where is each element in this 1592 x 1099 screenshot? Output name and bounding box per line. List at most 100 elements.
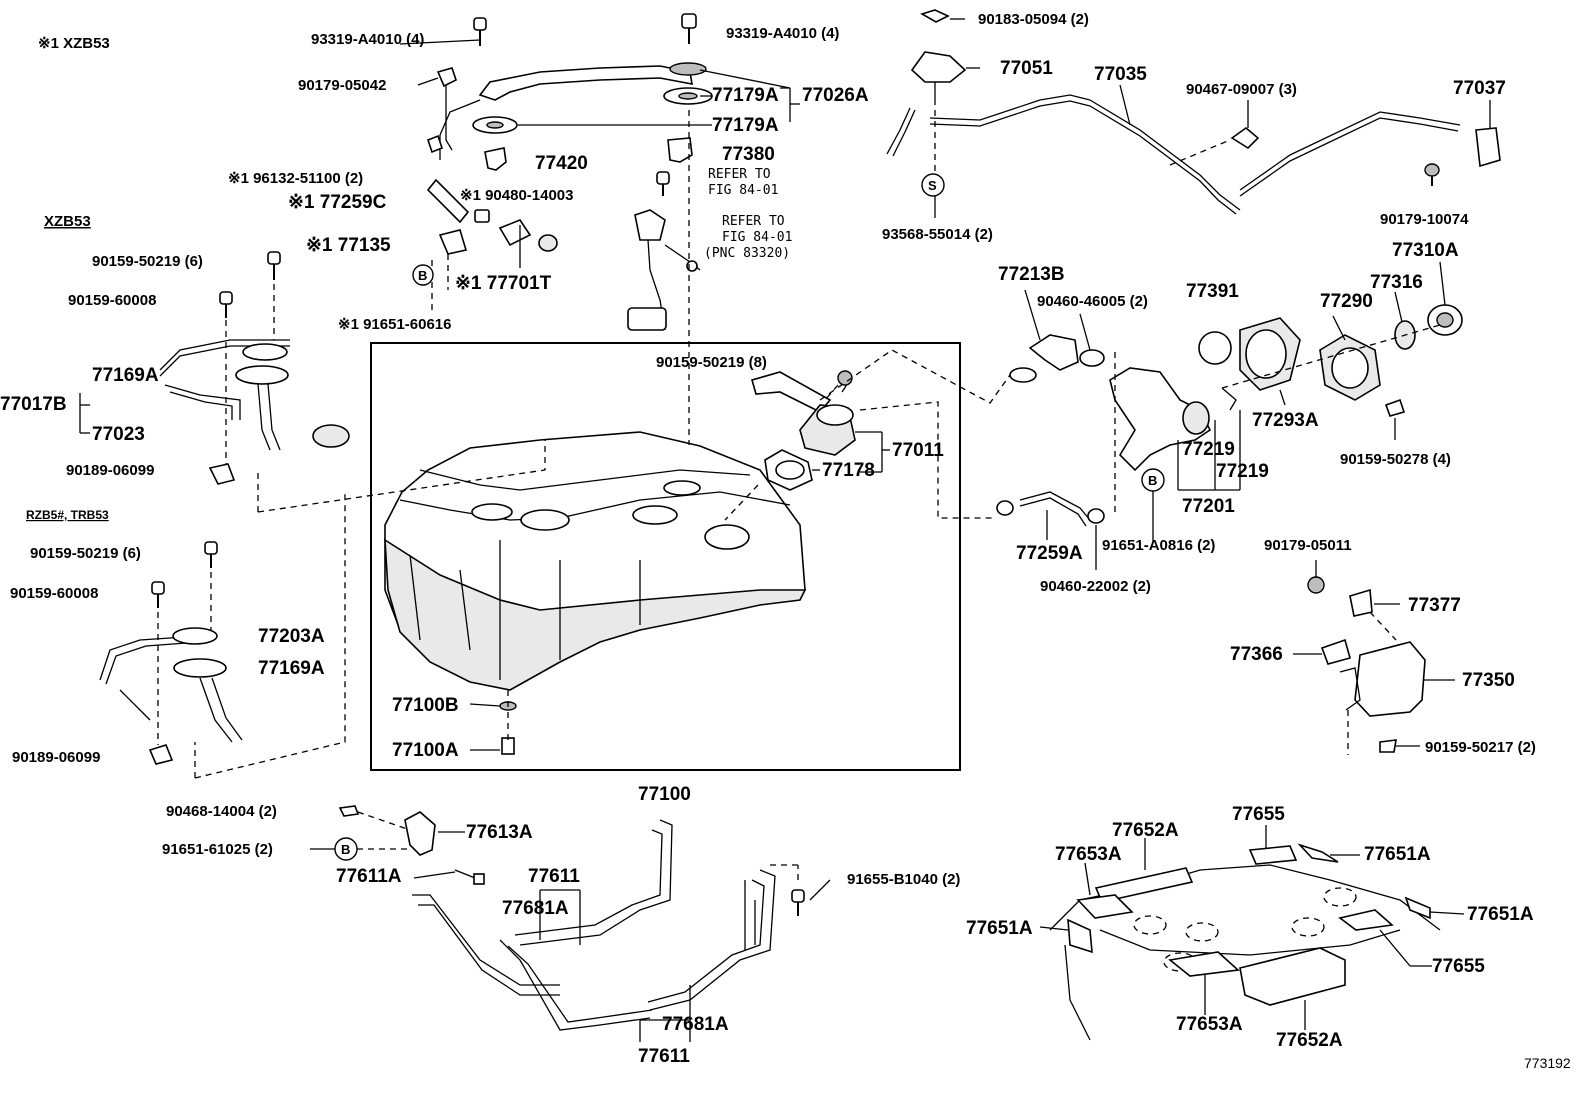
marker-b-3: B xyxy=(341,842,350,857)
label-77651a-right: 77651A xyxy=(1467,904,1534,925)
label-refer2-b: FIG 84-01 xyxy=(722,230,792,245)
label-77653a-top: 77653A xyxy=(1055,844,1122,865)
label-77652a-top: 77652A xyxy=(1112,820,1179,841)
label-90179-05042: 90179-05042 xyxy=(298,77,386,94)
label-refer1-a: REFER TO xyxy=(708,167,771,182)
label-77178: 77178 xyxy=(822,460,875,481)
label-90159-60008-b: 90159-60008 xyxy=(10,585,98,602)
label-77651a-left: 77651A xyxy=(966,918,1033,939)
label-77366: 77366 xyxy=(1230,644,1283,665)
tank-fasteners xyxy=(469,690,517,755)
pump-sender-group xyxy=(439,13,800,445)
label-90189-06099-b: 90189-06099 xyxy=(12,749,100,766)
label-77310a: 77310A xyxy=(1392,240,1459,261)
label-77391: 77391 xyxy=(1186,281,1239,302)
label-77611-top: 77611 xyxy=(528,866,580,887)
label-77169a-b: 77169A xyxy=(258,658,325,679)
label-77652a-bot: 77652A xyxy=(1276,1030,1343,1051)
label-77100b: 77100B xyxy=(392,695,459,716)
label-77203a: 77203A xyxy=(258,626,325,647)
label-77051: 77051 xyxy=(1000,58,1053,79)
label-77611a: 77611A xyxy=(336,866,402,887)
fuel-tank-shape xyxy=(384,431,807,691)
label-77100: 77100 xyxy=(638,784,691,805)
insulator-pads-group xyxy=(1039,825,1465,1041)
label-77201: 77201 xyxy=(1182,496,1235,517)
label-77420: 77420 xyxy=(535,153,588,174)
figure-number: 773192 xyxy=(1524,1055,1571,1071)
label-90480-14003: ※1 90480-14003 xyxy=(460,187,574,204)
label-96132-51100: ※1 96132-51100 (2) xyxy=(228,170,363,187)
diagram-labels: ※1 XZB53 XZB53 RZB5#, TRB53 93319-A4010 … xyxy=(0,11,1571,1071)
label-77290: 77290 xyxy=(1320,291,1373,312)
filler-neck-assembly xyxy=(996,261,1463,570)
label-77316: 77316 xyxy=(1370,272,1423,293)
label-90467-09007: 90467-09007 (3) xyxy=(1186,81,1297,98)
label-77681a-bot: 77681A xyxy=(662,1014,729,1035)
label-90460-46005: 90460-46005 (2) xyxy=(1037,293,1148,310)
label-77037: 77037 xyxy=(1453,78,1506,99)
label-77611-bot: 77611 xyxy=(638,1046,690,1067)
label-77213b: 77213B xyxy=(998,264,1065,285)
label-77613a: 77613A xyxy=(466,822,533,843)
label-90159-50219-8: 90159-50219 (8) xyxy=(656,354,767,371)
label-77219-a: 77219 xyxy=(1182,439,1235,460)
label-90159-60008-a: 90159-60008 xyxy=(68,292,156,309)
note-xzb53: ※1 XZB53 xyxy=(38,35,110,52)
tank-strap-group xyxy=(310,805,831,1042)
label-77651a-top: 77651A xyxy=(1364,844,1431,865)
label-77259a: 77259A xyxy=(1016,543,1083,564)
label-90159-50219-6b: 90159-50219 (6) xyxy=(30,545,141,562)
label-77377: 77377 xyxy=(1408,595,1461,616)
label-refer1-b: FIG 84-01 xyxy=(708,183,778,198)
label-91655-b1040: 91655-B1040 (2) xyxy=(847,871,960,888)
rzb-pump-assembly xyxy=(99,490,346,779)
label-93319-a4010-right: 93319-A4010 (4) xyxy=(726,25,839,42)
label-90159-50219-6a: 90159-50219 (6) xyxy=(92,253,203,270)
filler-pipe-group xyxy=(724,349,1011,521)
label-77179a-2: 77179A xyxy=(712,115,779,136)
xzb53-pump-assembly xyxy=(79,251,546,513)
label-91651-60616: ※1 91651-60616 xyxy=(338,316,452,333)
label-90183-05094: 90183-05094 (2) xyxy=(978,11,1089,28)
label-77350: 77350 xyxy=(1462,670,1515,691)
label-refer2-a: REFER TO xyxy=(722,214,785,229)
label-77701t: ※1 77701T xyxy=(455,273,552,294)
section-xzb53: XZB53 xyxy=(44,213,91,230)
label-77259c: ※1 77259C xyxy=(288,192,387,213)
label-90179-05011: 90179-05011 xyxy=(1264,537,1352,554)
label-93568-55014: 93568-55014 (2) xyxy=(882,226,993,243)
label-77100a: 77100A xyxy=(392,740,459,761)
section-rzb: RZB5#, TRB53 xyxy=(26,508,109,522)
vent-tube-group xyxy=(886,9,1501,218)
label-77026a: 77026A xyxy=(802,85,869,106)
label-90189-06099-a: 90189-06099 xyxy=(66,462,154,479)
label-77011: 77011 xyxy=(892,440,944,461)
label-90468-14004: 90468-14004 (2) xyxy=(166,803,277,820)
label-77655-top: 77655 xyxy=(1232,804,1285,825)
label-77219-b: 77219 xyxy=(1216,461,1269,482)
label-77380: 77380 xyxy=(722,144,775,165)
label-91651-61025: 91651-61025 (2) xyxy=(162,841,273,858)
label-90159-50217: 90159-50217 (2) xyxy=(1425,739,1536,756)
label-77293a: 77293A xyxy=(1252,410,1319,431)
marker-s: S xyxy=(928,178,937,193)
left-top-components xyxy=(399,17,558,310)
marker-b-2: B xyxy=(1148,473,1157,488)
label-77023: 77023 xyxy=(92,424,145,445)
label-90460-22002: 90460-22002 (2) xyxy=(1040,578,1151,595)
fuel-door-group xyxy=(1293,560,1455,755)
fuel-tank-assembly-box xyxy=(370,342,961,771)
label-93319-a4010-left: 93319-A4010 (4) xyxy=(311,31,424,48)
label-77655-bot: 77655 xyxy=(1432,956,1485,977)
label-90179-10074: 90179-10074 xyxy=(1380,211,1469,228)
label-90159-50278: 90159-50278 (4) xyxy=(1340,451,1451,468)
label-77035: 77035 xyxy=(1094,64,1147,85)
label-refer2-c: (PNC 83320) xyxy=(704,246,790,261)
label-77017b: 77017B xyxy=(0,394,67,415)
label-77135: ※1 77135 xyxy=(306,235,391,256)
label-77179a-1: 77179A xyxy=(712,85,779,106)
label-77653a-bot: 77653A xyxy=(1176,1014,1243,1035)
label-91651-a0816: 91651-A0816 (2) xyxy=(1102,537,1215,554)
